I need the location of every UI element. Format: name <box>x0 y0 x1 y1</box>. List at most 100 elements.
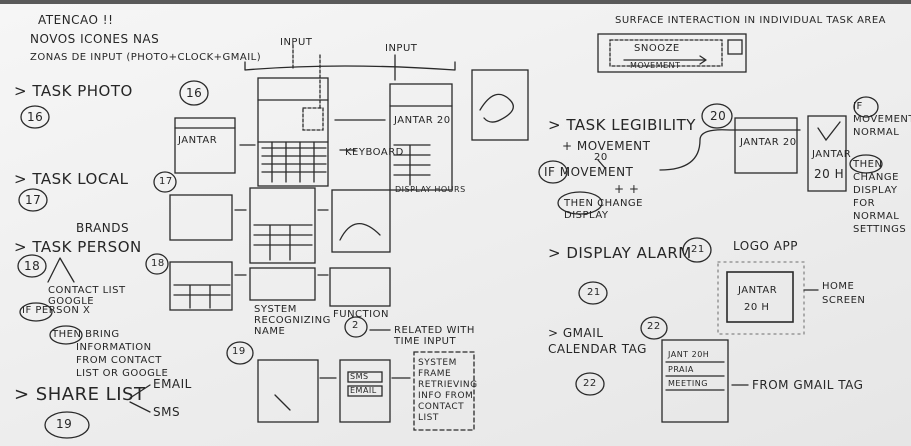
note-attention: ATENCAO !! <box>38 13 114 27</box>
sms-option: SMS <box>153 405 181 419</box>
display-hours-label: DISPLAY HOURS <box>395 185 466 194</box>
system-frame <box>413 351 475 431</box>
circle-19-mid <box>226 341 254 365</box>
display-jantar: JANTAR <box>812 149 852 160</box>
share-phone-1 <box>257 359 319 423</box>
if-person: IF PERSON X <box>22 305 91 316</box>
circle-17-text: 17 <box>159 176 173 187</box>
contact-list-google: CONTACT LIST GOOGLE <box>48 285 126 307</box>
circle-then-right <box>849 154 883 174</box>
brands-label: BRANDS <box>76 221 130 235</box>
circle-22-left <box>575 372 605 396</box>
circle-17-mid <box>153 171 177 193</box>
circle-16-left <box>20 105 50 129</box>
circle-22-left-text: 22 <box>583 378 597 389</box>
share-phone-2 <box>339 359 391 423</box>
home-jantar: JANTAR <box>738 285 778 296</box>
task-person-number: 18 <box>24 259 41 273</box>
then-change-display: THEN CHANGE DISPLAY <box>564 198 643 221</box>
photo-jantar: JANTAR <box>178 135 218 146</box>
related-time: RELATED WITH TIME INPUT <box>394 325 475 347</box>
home-20h: 20 H <box>744 302 770 313</box>
if-movement: IF MOVEMENT <box>544 165 634 179</box>
circle-18-mid <box>145 253 169 275</box>
person-phone-1 <box>169 261 233 311</box>
circle-20-right <box>701 103 733 129</box>
whiteboard-frame-edge <box>0 0 911 4</box>
if-movement-normal: IF MOVEMENT NORMAL <box>853 101 911 138</box>
circle-19-text: 19 <box>232 346 246 357</box>
gmail-calendar-tag: > GMAIL CALENDAR TAG <box>548 326 647 356</box>
home-screen-phone <box>726 271 794 323</box>
email-button-sketch: EMAIL <box>350 386 377 395</box>
system-recognizing: SYSTEM RECOGNIZING NAME <box>254 304 331 337</box>
sms-button-sketch: SMS <box>350 372 369 381</box>
from-gmail-tag: FROM GMAIL TAG <box>752 378 864 392</box>
photo-phone-1 <box>174 117 236 174</box>
information: INFORMATION <box>76 342 152 353</box>
then-change-normal: THEN CHANGE DISPLAY FOR NORMAL SETTINGS <box>853 159 907 235</box>
gmail-praia: PRAIA <box>668 365 694 374</box>
surface-interaction-title: SURFACE INTERACTION IN INDIVIDUAL TASK A… <box>615 15 887 26</box>
note-input-zones: ZONAS DE INPUT (PHOTO+CLOCK+GMAIL) <box>30 52 262 63</box>
gmail-jant: JANT 20H <box>668 350 710 359</box>
circle-20-text: 20 <box>710 109 727 123</box>
circle-21-text: 21 <box>691 244 705 255</box>
snooze-label: SNOOZE <box>634 43 680 54</box>
task-local-number: 17 <box>25 193 42 207</box>
input-top-right: INPUT <box>385 43 418 54</box>
circle-20-left-text: 20 <box>594 152 608 163</box>
task-photo-label: > TASK PHOTO <box>14 82 133 100</box>
person-phone-3 <box>329 267 391 307</box>
photo-phone-3 <box>389 83 453 191</box>
plus-plus: + + <box>614 182 640 196</box>
circle-21-right <box>682 237 712 263</box>
email-option: EMAIL <box>153 377 192 391</box>
circle-21-left <box>578 281 608 305</box>
circle-16-text: 16 <box>186 86 203 100</box>
person-phone-2 <box>249 267 316 301</box>
circle-22-right <box>640 316 668 340</box>
display-alarm: > DISPLAY ALARM <box>548 244 692 262</box>
display-phone <box>807 115 847 192</box>
snooze-box <box>597 33 747 73</box>
circle-17-left <box>18 188 48 212</box>
legibility-jantar: JANTAR 20 <box>740 137 797 148</box>
input-top-left: INPUT <box>280 37 313 48</box>
system-frame-text: SYSTEM FRAME RETRIEVING INFO FROM CONTAC… <box>418 358 478 423</box>
photo-phone-2 <box>257 77 329 187</box>
plus-movement: + MOVEMENT <box>562 139 651 153</box>
movement-label: MOVEMENT <box>630 61 681 70</box>
keyboard-label: KEYBOARD <box>345 147 404 158</box>
gmail-meeting: MEETING <box>668 379 708 388</box>
task-local-label: > TASK LOCAL <box>14 170 129 188</box>
note-new-icons: NOVOS ICONES NAS <box>30 32 160 46</box>
circle-18-left <box>17 254 47 278</box>
then-bring: THEN BRING <box>52 329 120 340</box>
circle-22-text: 22 <box>647 321 661 332</box>
logo-app: LOGO APP <box>733 239 798 253</box>
task-legibility: > TASK LEGIBILITY <box>548 116 696 134</box>
circle-21-left-text: 21 <box>587 287 601 298</box>
legibility-phone <box>734 117 798 174</box>
circle-16-top <box>179 80 209 106</box>
local-phone-2 <box>249 187 316 264</box>
task-photo-number: 16 <box>27 110 44 124</box>
home-screen-label: HOME SCREEN <box>822 281 866 306</box>
circle-2-text: 2 <box>352 320 359 331</box>
circle-2 <box>344 316 368 338</box>
local-phone-3 <box>331 189 391 253</box>
local-phone-1 <box>169 194 233 241</box>
circle-18-text: 18 <box>151 258 165 269</box>
function-label: FUNCTION <box>333 309 389 320</box>
from-contact: FROM CONTACT <box>76 355 162 366</box>
display-20h: 20 H <box>814 167 845 181</box>
list-google: LIST OR GOOGLE <box>76 368 169 379</box>
circle-19-left <box>44 411 90 439</box>
photo-jantar-20: JANTAR 20 <box>394 115 451 126</box>
gmail-phone <box>661 339 729 423</box>
share-list-number: 19 <box>56 417 73 431</box>
photo-frame <box>471 69 529 141</box>
